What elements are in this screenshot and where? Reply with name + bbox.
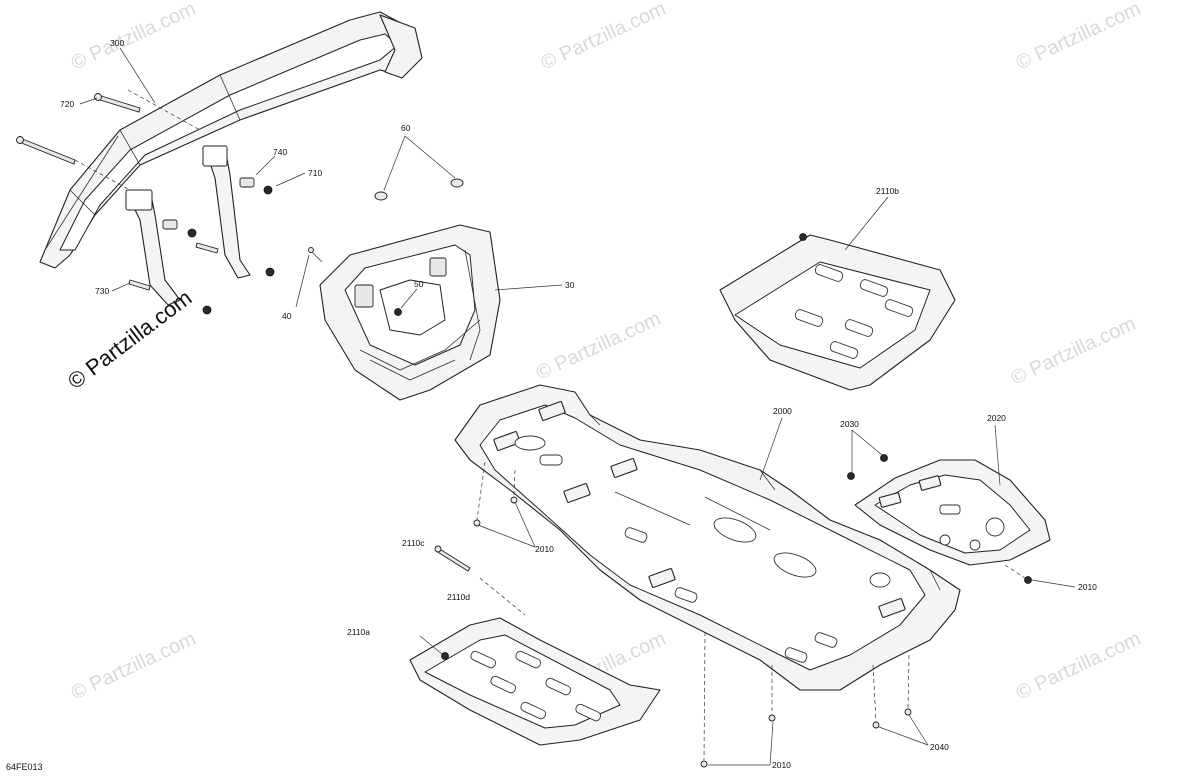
callout-2010: 2010 bbox=[1078, 582, 1097, 592]
callout-740: 740 bbox=[273, 147, 287, 157]
callout-2110c: 2110c bbox=[402, 538, 425, 548]
watermark: © Partzilla.com bbox=[538, 0, 669, 75]
bumper-fasteners bbox=[16, 93, 275, 315]
callout-2110d: 2110d bbox=[447, 592, 470, 602]
watermark: © Partzilla.com bbox=[1013, 0, 1144, 75]
skid-plate-icon bbox=[409, 617, 661, 746]
callout-40: 40 bbox=[282, 311, 292, 321]
callout-2110a: 2110a bbox=[347, 627, 370, 637]
callout-30: 30 bbox=[565, 280, 575, 290]
callout-50: 50 bbox=[414, 279, 424, 289]
skid-plate-icon bbox=[719, 233, 956, 391]
callout-2010: 2010 bbox=[535, 544, 554, 554]
callout-710: 710 bbox=[308, 168, 322, 178]
front-bumper-icon bbox=[39, 11, 423, 306]
copyright-mark: © Partzilla.com bbox=[63, 285, 196, 394]
fascia-fasteners bbox=[308, 178, 464, 263]
callout-720: 720 bbox=[60, 99, 74, 109]
callout-300: 300 bbox=[110, 38, 124, 48]
leader-lines bbox=[79, 47, 1076, 766]
watermark: © Partzilla.com bbox=[68, 0, 199, 75]
front-fascia-icon bbox=[319, 224, 501, 401]
callout-730: 730 bbox=[95, 286, 109, 296]
callout-2020: 2020 bbox=[987, 413, 1006, 423]
callout-labels: 300 720 740 710 730 60 50 40 30 2110b 20… bbox=[60, 38, 1097, 770]
watermark: © Partzilla.com bbox=[68, 628, 199, 705]
callout-2040: 2040 bbox=[930, 742, 949, 752]
callout-2030: 2030 bbox=[840, 419, 859, 429]
callout-2000: 2000 bbox=[773, 406, 792, 416]
skid-plate-icon bbox=[847, 454, 1051, 584]
callout-2010: 2010 bbox=[772, 760, 791, 770]
bolt-icon bbox=[434, 496, 912, 768]
watermark: © Partzilla.com bbox=[1008, 313, 1139, 390]
callout-60: 60 bbox=[401, 123, 411, 133]
watermark: © Partzilla.com bbox=[1013, 628, 1144, 705]
assembly-lines bbox=[74, 89, 1026, 761]
skid-plate-icon bbox=[454, 384, 961, 691]
diagram-reference-code: 64FE013 bbox=[6, 762, 43, 772]
callout-2110b: 2110b bbox=[876, 186, 899, 196]
watermark: © Partzilla.com bbox=[533, 308, 664, 385]
